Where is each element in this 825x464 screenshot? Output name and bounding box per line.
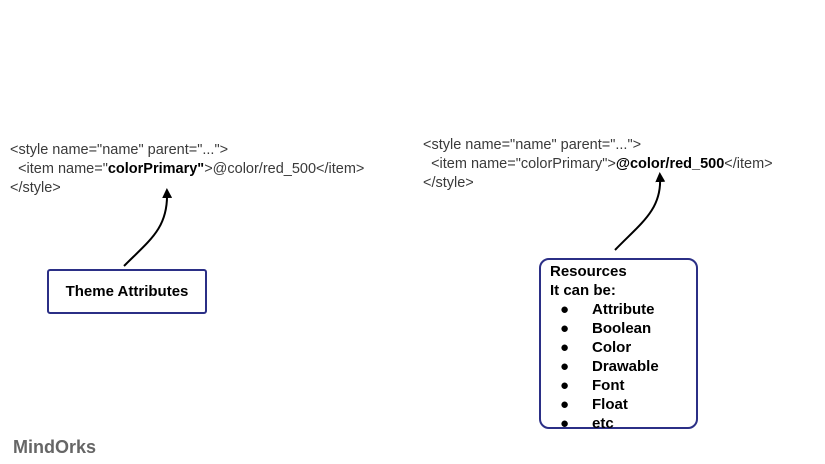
highlighted-attribute-name: colorPrimary"	[107, 161, 205, 177]
item-line: <item name="colorPrimary">@color/red_500…	[10, 160, 364, 179]
list-item-label: Float	[592, 396, 628, 413]
list-item-label: etc	[592, 415, 614, 432]
theme-attributes-label: Theme Attributes	[65, 283, 189, 300]
list-item: ● Color	[550, 338, 696, 357]
list-item: ● Float	[550, 395, 696, 414]
item-line: <item name="colorPrimary">@color/red_500…	[423, 155, 773, 174]
list-item-label: Color	[592, 339, 632, 356]
resource-types-list: ● Attribute ● Boolean ● Color ● Drawable ● Fo…	[550, 300, 696, 433]
style-open-line: <style name="name" parent="...">	[423, 137, 642, 153]
list-item: ● Font	[550, 376, 696, 395]
theme-attribute-code-snippet: <style name="name" parent="..."> <item n…	[10, 141, 364, 198]
resources-box: Resources It can be: ● Attribute ● Boolean…	[539, 258, 698, 432]
item-indent	[423, 156, 431, 172]
list-item: ● etc	[550, 414, 696, 433]
style-close-line: </style>	[423, 175, 474, 191]
list-item: ● Drawable	[550, 357, 696, 376]
item-indent	[10, 161, 18, 177]
bullet-icon: ●	[560, 377, 570, 394]
list-item: ● Attribute	[550, 300, 696, 319]
resource-code-snippet: <style name="name" parent="..."> <item n…	[423, 136, 773, 193]
theme-attributes-arrow	[123, 188, 173, 267]
style-open-line: <style name="name" parent="...">	[10, 142, 229, 158]
item-prefix: <item name="colorPrimary">	[431, 156, 616, 172]
highlighted-resource-value: @color/red_500	[615, 156, 725, 172]
resources-title: Resources	[550, 263, 627, 280]
theme-attributes-box: Theme Attributes	[47, 269, 207, 314]
list-item-label: Boolean	[592, 320, 652, 337]
list-item: ● Boolean	[550, 319, 696, 338]
list-item-label: Font	[592, 377, 625, 394]
bullet-icon: ●	[560, 320, 570, 337]
bullet-icon: ●	[560, 339, 570, 356]
bullet-icon: ●	[560, 301, 570, 318]
item-suffix: </item>	[724, 156, 773, 172]
bullet-icon: ●	[560, 396, 570, 413]
item-suffix: >@color/red_500</item>	[204, 161, 365, 177]
bullet-icon: ●	[560, 415, 570, 432]
bullet-icon: ●	[560, 358, 570, 375]
list-item-label: Drawable	[592, 358, 659, 375]
style-close-line: </style>	[10, 180, 61, 196]
item-prefix: <item name="	[18, 161, 108, 177]
list-item-label: Attribute	[592, 301, 655, 318]
resources-subtitle: It can be:	[550, 282, 616, 299]
mindorks-logo: MindOrks	[13, 437, 97, 457]
